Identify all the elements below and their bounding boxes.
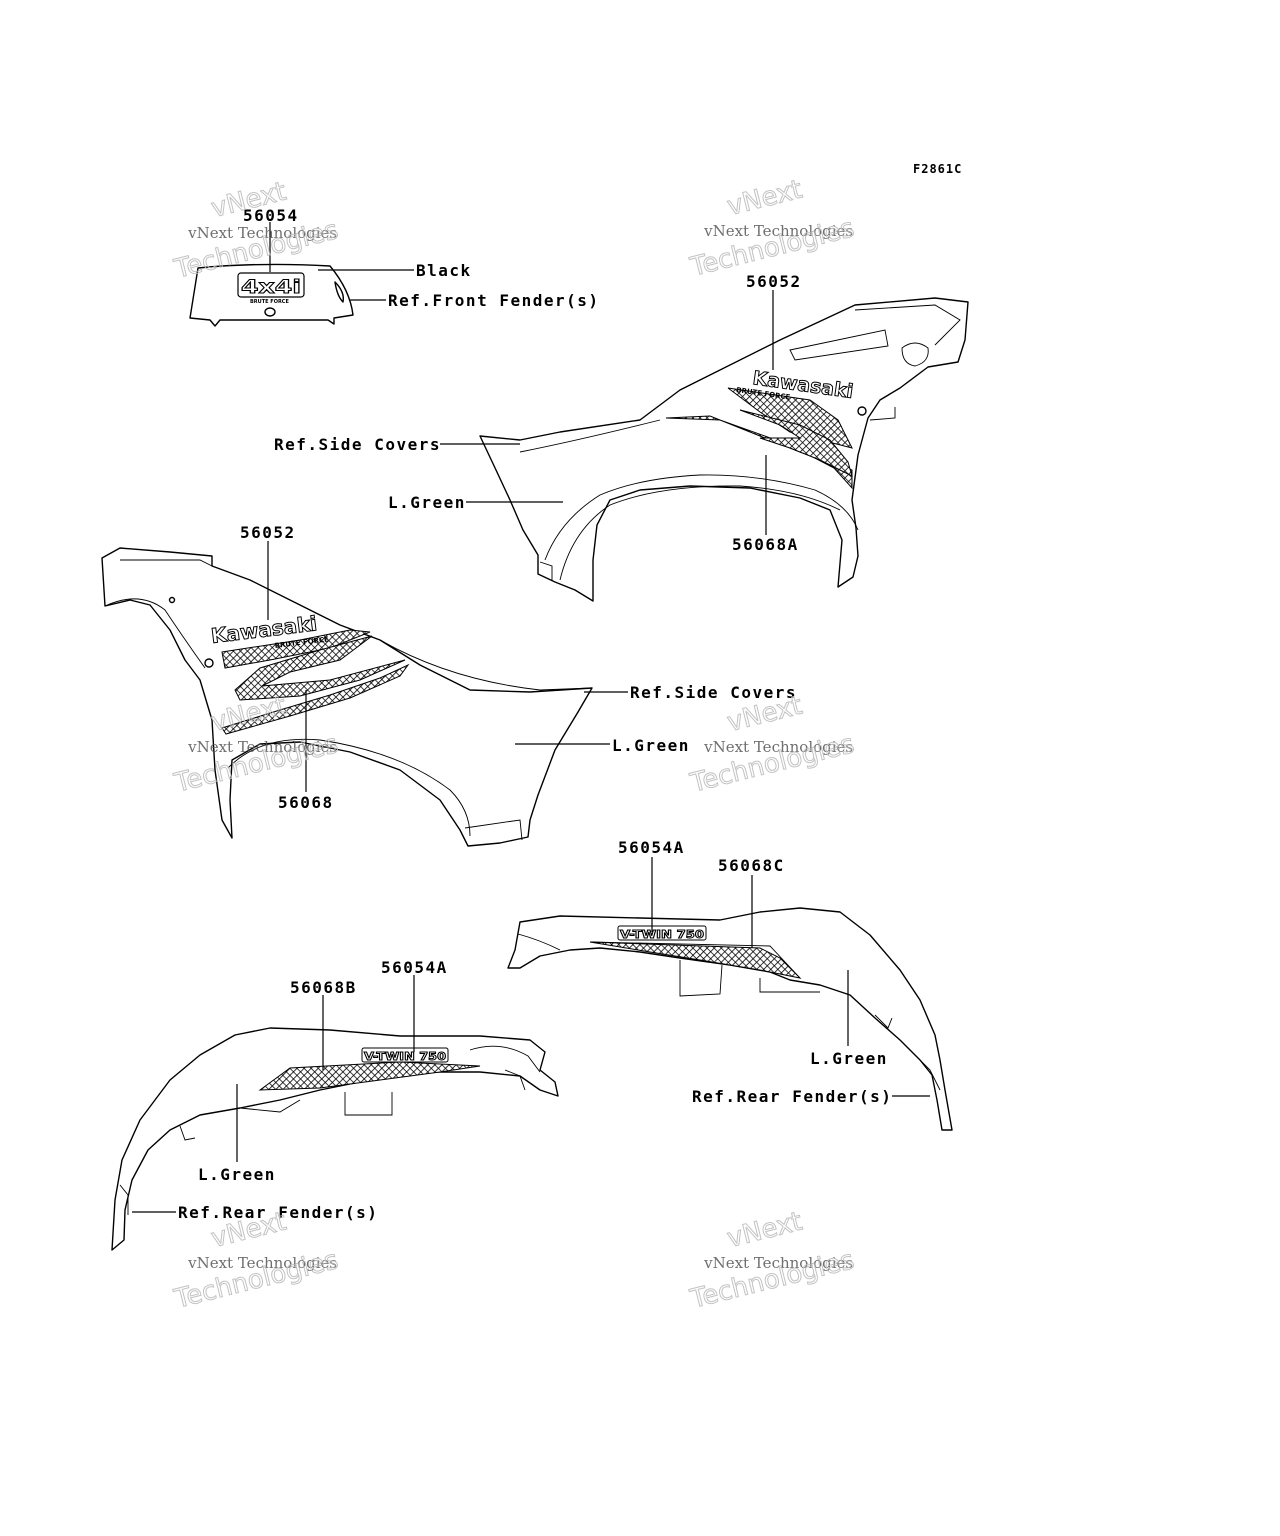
svg-text:vNext Technologies: vNext Technologies [703,1254,853,1272]
left-rear-stripe [258,1061,481,1091]
label-right-56068a: 56068A [732,535,799,554]
front-fender-bolt [264,307,276,317]
label-left-ref-side-covers: Ref.Side Covers [630,683,797,702]
svg-text:vNext Technologies: vNext Technologies [703,222,853,240]
svg-text:vNext: vNext [724,175,805,222]
label-rr-56068c: 56068C [718,856,785,875]
front-fender-assembly: 4x4i BRUTE FORCE [189,263,354,327]
figure-code: F2861C [913,162,962,176]
left-rear-logo-vtwin: V-TWIN 750 [364,1050,446,1063]
logo-4x4: 4x4i [241,276,301,298]
label-56054: 56054 [243,206,299,225]
watermark-top-right: vNext vNext Technologies Technologies [686,174,857,283]
right-rear-stripe [589,941,802,979]
right-cover-stripe-lower [665,415,853,490]
svg-text:vNext Technologies: vNext Technologies [187,738,337,756]
right-side-cover-shape [479,297,969,602]
right-side-cover: Kawasaki BRUTE FORCE [479,297,969,602]
label-right-56052: 56052 [746,272,802,291]
right-cover-stripe-upper [727,387,853,449]
front-fender-decal-4x4 [237,272,305,298]
label-left-56068: 56068 [278,793,334,812]
left-cover-stripe-z [234,635,406,701]
watermark-top-left: vNext vNext Technologies Technologies [170,176,341,285]
right-rear-fender-shape [507,907,953,1131]
right-rear-vtwin-decal [617,925,707,941]
left-side-cover: Kawasaki BRUTE FORCE [101,547,593,847]
left-cover-stripe-upper [221,629,371,669]
right-rear-logo-vtwin: V-TWIN 750 [620,928,704,941]
front-fender-slot [334,281,345,303]
right-cover-stripe-z [739,409,853,477]
label-lr-lgreen: L.Green [198,1165,276,1184]
svg-text:vNext Technologies: vNext Technologies [187,1254,337,1272]
left-cover-stripe-lower [221,663,410,735]
label-lr-56068b: 56068B [290,978,357,997]
svg-text:vNext Technologies: vNext Technologies [703,738,853,756]
watermark-bottom-right: vNext vNext Technologies Technologies [686,1206,857,1315]
label-left-lgreen: L.Green [612,736,690,755]
left-rear-fender: V-TWIN 750 [111,1027,559,1251]
label-right-lgreen: L.Green [388,493,466,512]
right-rear-fender: V-TWIN 750 [507,907,953,1131]
label-left-56052: 56052 [240,523,296,542]
label-rr-lgreen: L.Green [810,1049,888,1068]
label-lr-56054a: 56054A [381,958,448,977]
left-rear-vtwin-decal [361,1047,449,1063]
logo-4x4-sub: BRUTE FORCE [250,299,289,305]
svg-text:vNext: vNext [724,1207,805,1254]
label-right-ref-side-covers: Ref.Side Covers [274,435,441,454]
svg-text:vNext Technologies: vNext Technologies [187,224,337,242]
label-rr-ref-rear-fender: Ref.Rear Fender(s) [692,1087,892,1106]
left-rear-fender-shape [111,1027,559,1251]
label-rr-56054a: 56054A [618,838,685,857]
label-ref-front-fender: Ref.Front Fender(s) [388,291,600,310]
label-black: Black [416,261,472,280]
label-lr-ref-rear-fender: Ref.Rear Fender(s) [178,1203,378,1222]
